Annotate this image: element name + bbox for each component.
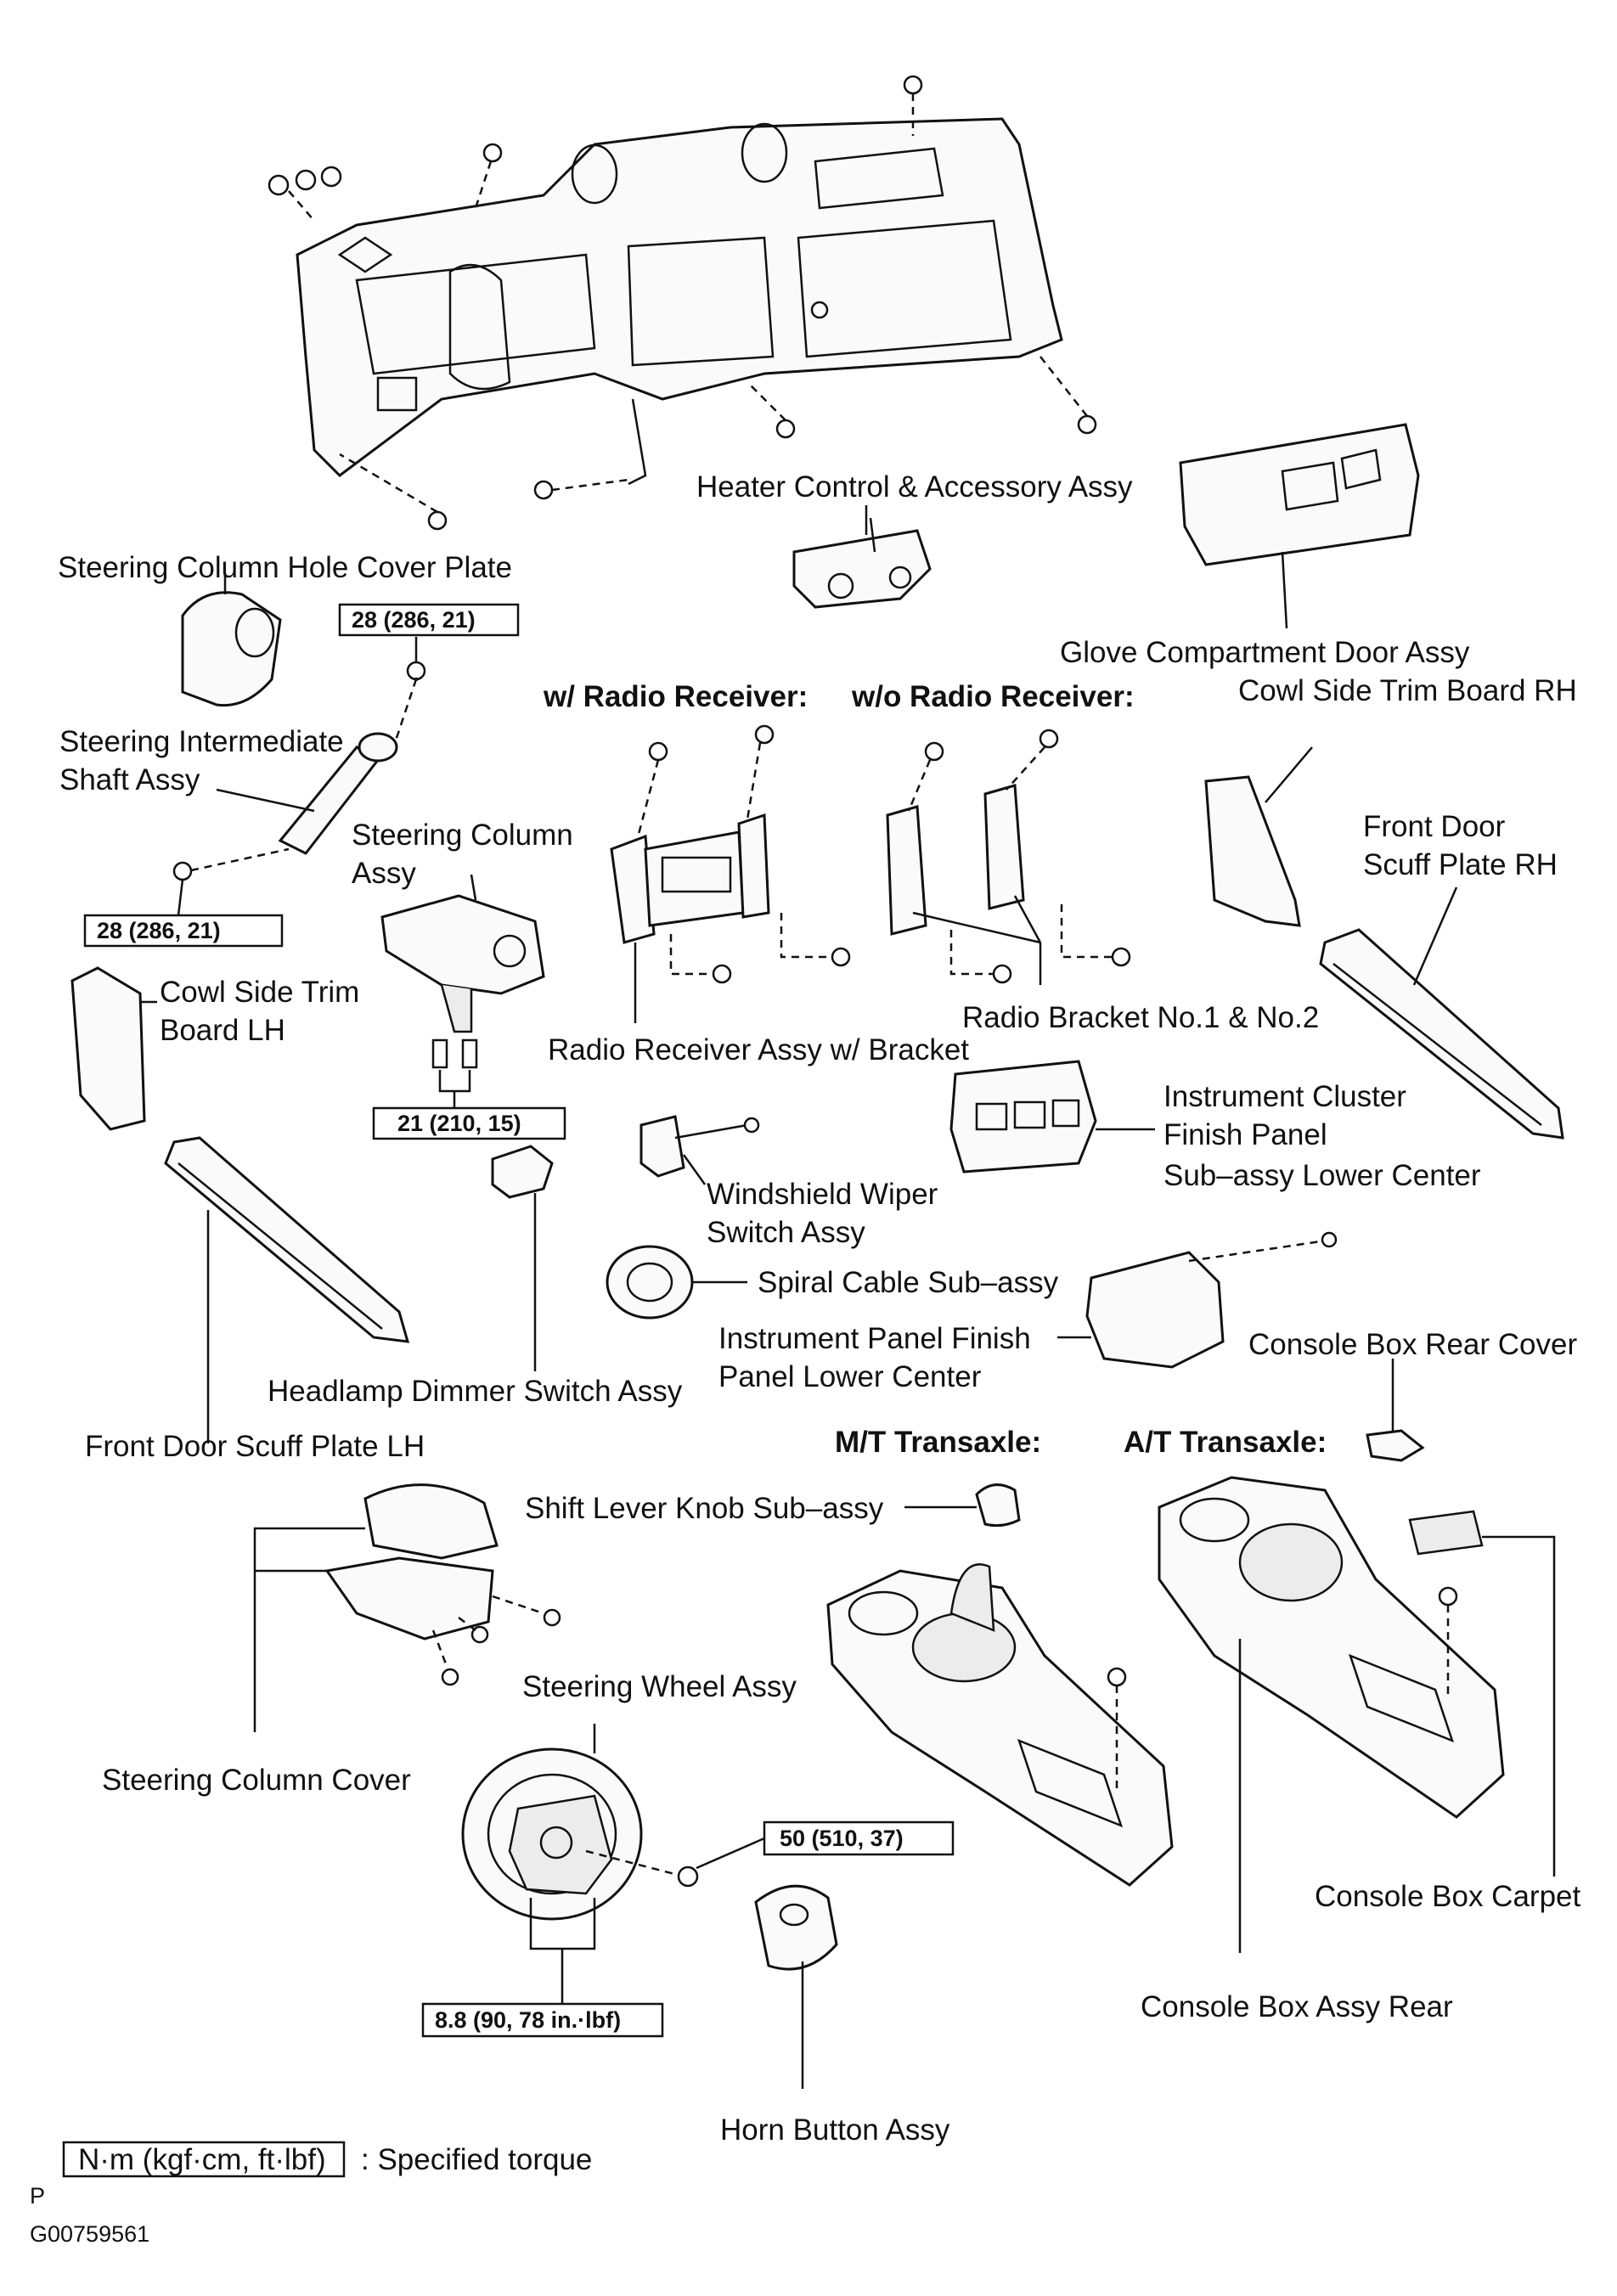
label-instrument-cluster-3: Sub–assy Lower Center <box>1163 1159 1481 1192</box>
label-ip-finish-panel-2: Panel Lower Center <box>718 1360 982 1393</box>
label-console-box-assy-rear: Console Box Assy Rear <box>1141 1990 1453 2023</box>
console-box-rear-cover-drawing <box>1366 1359 1425 1462</box>
label-instrument-cluster-2: Finish Panel <box>1163 1118 1327 1151</box>
torque-value-4: 50 (510, 37) <box>780 1826 904 1851</box>
label-front-door-scuff-rh-1: Front Door <box>1363 810 1506 843</box>
label-front-door-scuff-rh-2: Scuff Plate RH <box>1363 848 1558 881</box>
footer-figure-id: G00759561 <box>30 2221 149 2247</box>
label-ip-finish-panel-1: Instrument Panel Finish <box>718 1322 1031 1355</box>
shift-lever-knob-drawing <box>904 1483 1021 1528</box>
label-steering-column-1: Steering Column <box>352 819 573 852</box>
radio-bracket-drawing <box>886 729 1131 985</box>
front-door-scuff-lh-drawing <box>164 1136 410 1443</box>
header-at-transaxle: A/T Transaxle: <box>1124 1426 1327 1459</box>
legend-description: : Specified torque <box>361 2143 592 2176</box>
torque-box-3 <box>372 1106 566 1140</box>
steering-intermediate-shaft-drawing <box>172 661 426 881</box>
steering-wheel-drawing <box>461 1724 765 2004</box>
instrument-panel-fasteners <box>268 75 1097 531</box>
spiral-cable-drawing <box>606 1245 747 1320</box>
torque-value-1: 28 (286, 21) <box>352 607 476 633</box>
console-box-at-drawing <box>1158 1476 1556 1953</box>
label-cowl-side-trim-lh-2: Board LH <box>160 1014 285 1047</box>
steering-column-cover-drawing <box>253 1483 561 1732</box>
torque-value-2: 28 (286, 21) <box>97 918 221 943</box>
label-radio-bracket: Radio Bracket No.1 & No.2 <box>962 1001 1319 1034</box>
label-heater-control: Heater Control & Accessory Assy <box>696 470 1133 504</box>
heater-control-drawing <box>792 517 932 609</box>
label-headlamp-dimmer: Headlamp Dimmer Switch Assy <box>268 1375 683 1408</box>
label-horn-button: Horn Button Assy <box>720 2113 950 2147</box>
steering-column-hole-cover-drawing <box>181 573 282 707</box>
label-shift-lever-knob: Shift Lever Knob Sub–assy <box>525 1492 884 1525</box>
header-mt-transaxle: M/T Transaxle: <box>835 1426 1041 1459</box>
cowl-side-trim-rh-drawing <box>1204 746 1313 927</box>
label-front-door-scuff-lh: Front Door Scuff Plate LH <box>85 1430 425 1463</box>
torque-box-5 <box>421 2002 664 2038</box>
label-steering-intermediate-shaft-2: Shaft Assy <box>59 763 200 796</box>
torque-box-4 <box>763 1820 955 1856</box>
label-steering-intermediate-shaft-1: Steering Intermediate <box>59 725 344 758</box>
label-steering-wheel: Steering Wheel Assy <box>522 1670 797 1703</box>
label-cowl-side-trim-lh-1: Cowl Side Trim <box>160 976 359 1009</box>
label-console-box-carpet: Console Box Carpet <box>1315 1880 1580 1913</box>
horn-button-drawing <box>754 1884 838 2089</box>
label-steering-column-cover: Steering Column Cover <box>102 1764 411 1797</box>
header-with-radio: w/ Radio Receiver: <box>543 680 808 713</box>
label-glove-compartment: Glove Compartment Door Assy <box>1060 636 1470 669</box>
torque-box-1 <box>338 603 520 637</box>
label-steering-column-hole-cover: Steering Column Hole Cover Plate <box>58 551 512 584</box>
steering-column-drawing <box>380 874 545 1108</box>
label-steering-column-2: Assy <box>352 857 416 890</box>
legend-unit-box <box>62 2141 346 2178</box>
footer-letter: P <box>30 2183 45 2209</box>
instrument-panel-drawing <box>296 117 1063 486</box>
instrument-cluster-panel-drawing <box>949 1060 1155 1173</box>
label-wiper-switch-1: Windshield Wiper <box>707 1178 938 1211</box>
label-cowl-side-trim-rh: Cowl Side Trim Board RH <box>1238 674 1577 707</box>
label-wiper-switch-2: Switch Assy <box>707 1216 865 1249</box>
label-radio-receiver-assy: Radio Receiver Assy w/ Bracket <box>548 1033 969 1066</box>
torque-value-5: 8.8 (90, 78 in.·lbf) <box>435 2007 621 2033</box>
label-spiral-cable: Spiral Cable Sub–assy <box>758 1266 1059 1299</box>
ip-finish-panel-drawing <box>1057 1231 1338 1369</box>
glove-compartment-drawing <box>1179 423 1420 629</box>
torque-box-2 <box>83 914 284 948</box>
torque-value-3: 21 (210, 15) <box>397 1111 521 1136</box>
cowl-side-trim-lh-drawing <box>70 966 157 1131</box>
label-console-box-rear-cover: Console Box Rear Cover <box>1248 1328 1577 1361</box>
label-instrument-cluster-1: Instrument Cluster <box>1163 1080 1406 1113</box>
front-door-scuff-rh-drawing <box>1319 886 1564 1140</box>
console-box-mt-drawing <box>826 1563 1174 1887</box>
legend-unit-text: N·m (kgf·cm, ft·lbf) <box>78 2143 326 2176</box>
headlamp-dimmer-drawing <box>491 1145 554 1371</box>
header-without-radio: w/o Radio Receiver: <box>851 680 1135 713</box>
radio-receiver-drawing <box>610 724 851 1023</box>
wiper-switch-drawing <box>639 1115 760 1185</box>
